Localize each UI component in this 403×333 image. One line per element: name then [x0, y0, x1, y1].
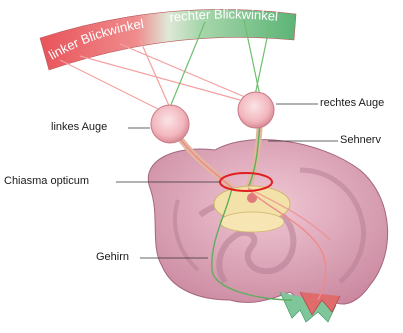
right-eye	[238, 92, 274, 128]
visual-field-band: linker Blickwinkel rechter Blickwinkel	[40, 6, 296, 70]
label-chiasm: Chiasma opticum	[4, 175, 89, 188]
label-left-eye: linkes Auge	[51, 121, 107, 134]
left-eye	[151, 105, 189, 143]
label-right-eye: rechtes Auge	[320, 97, 384, 110]
label-optic-nerve: Sehnerv	[340, 134, 381, 147]
label-brain: Gehirn	[96, 251, 129, 264]
